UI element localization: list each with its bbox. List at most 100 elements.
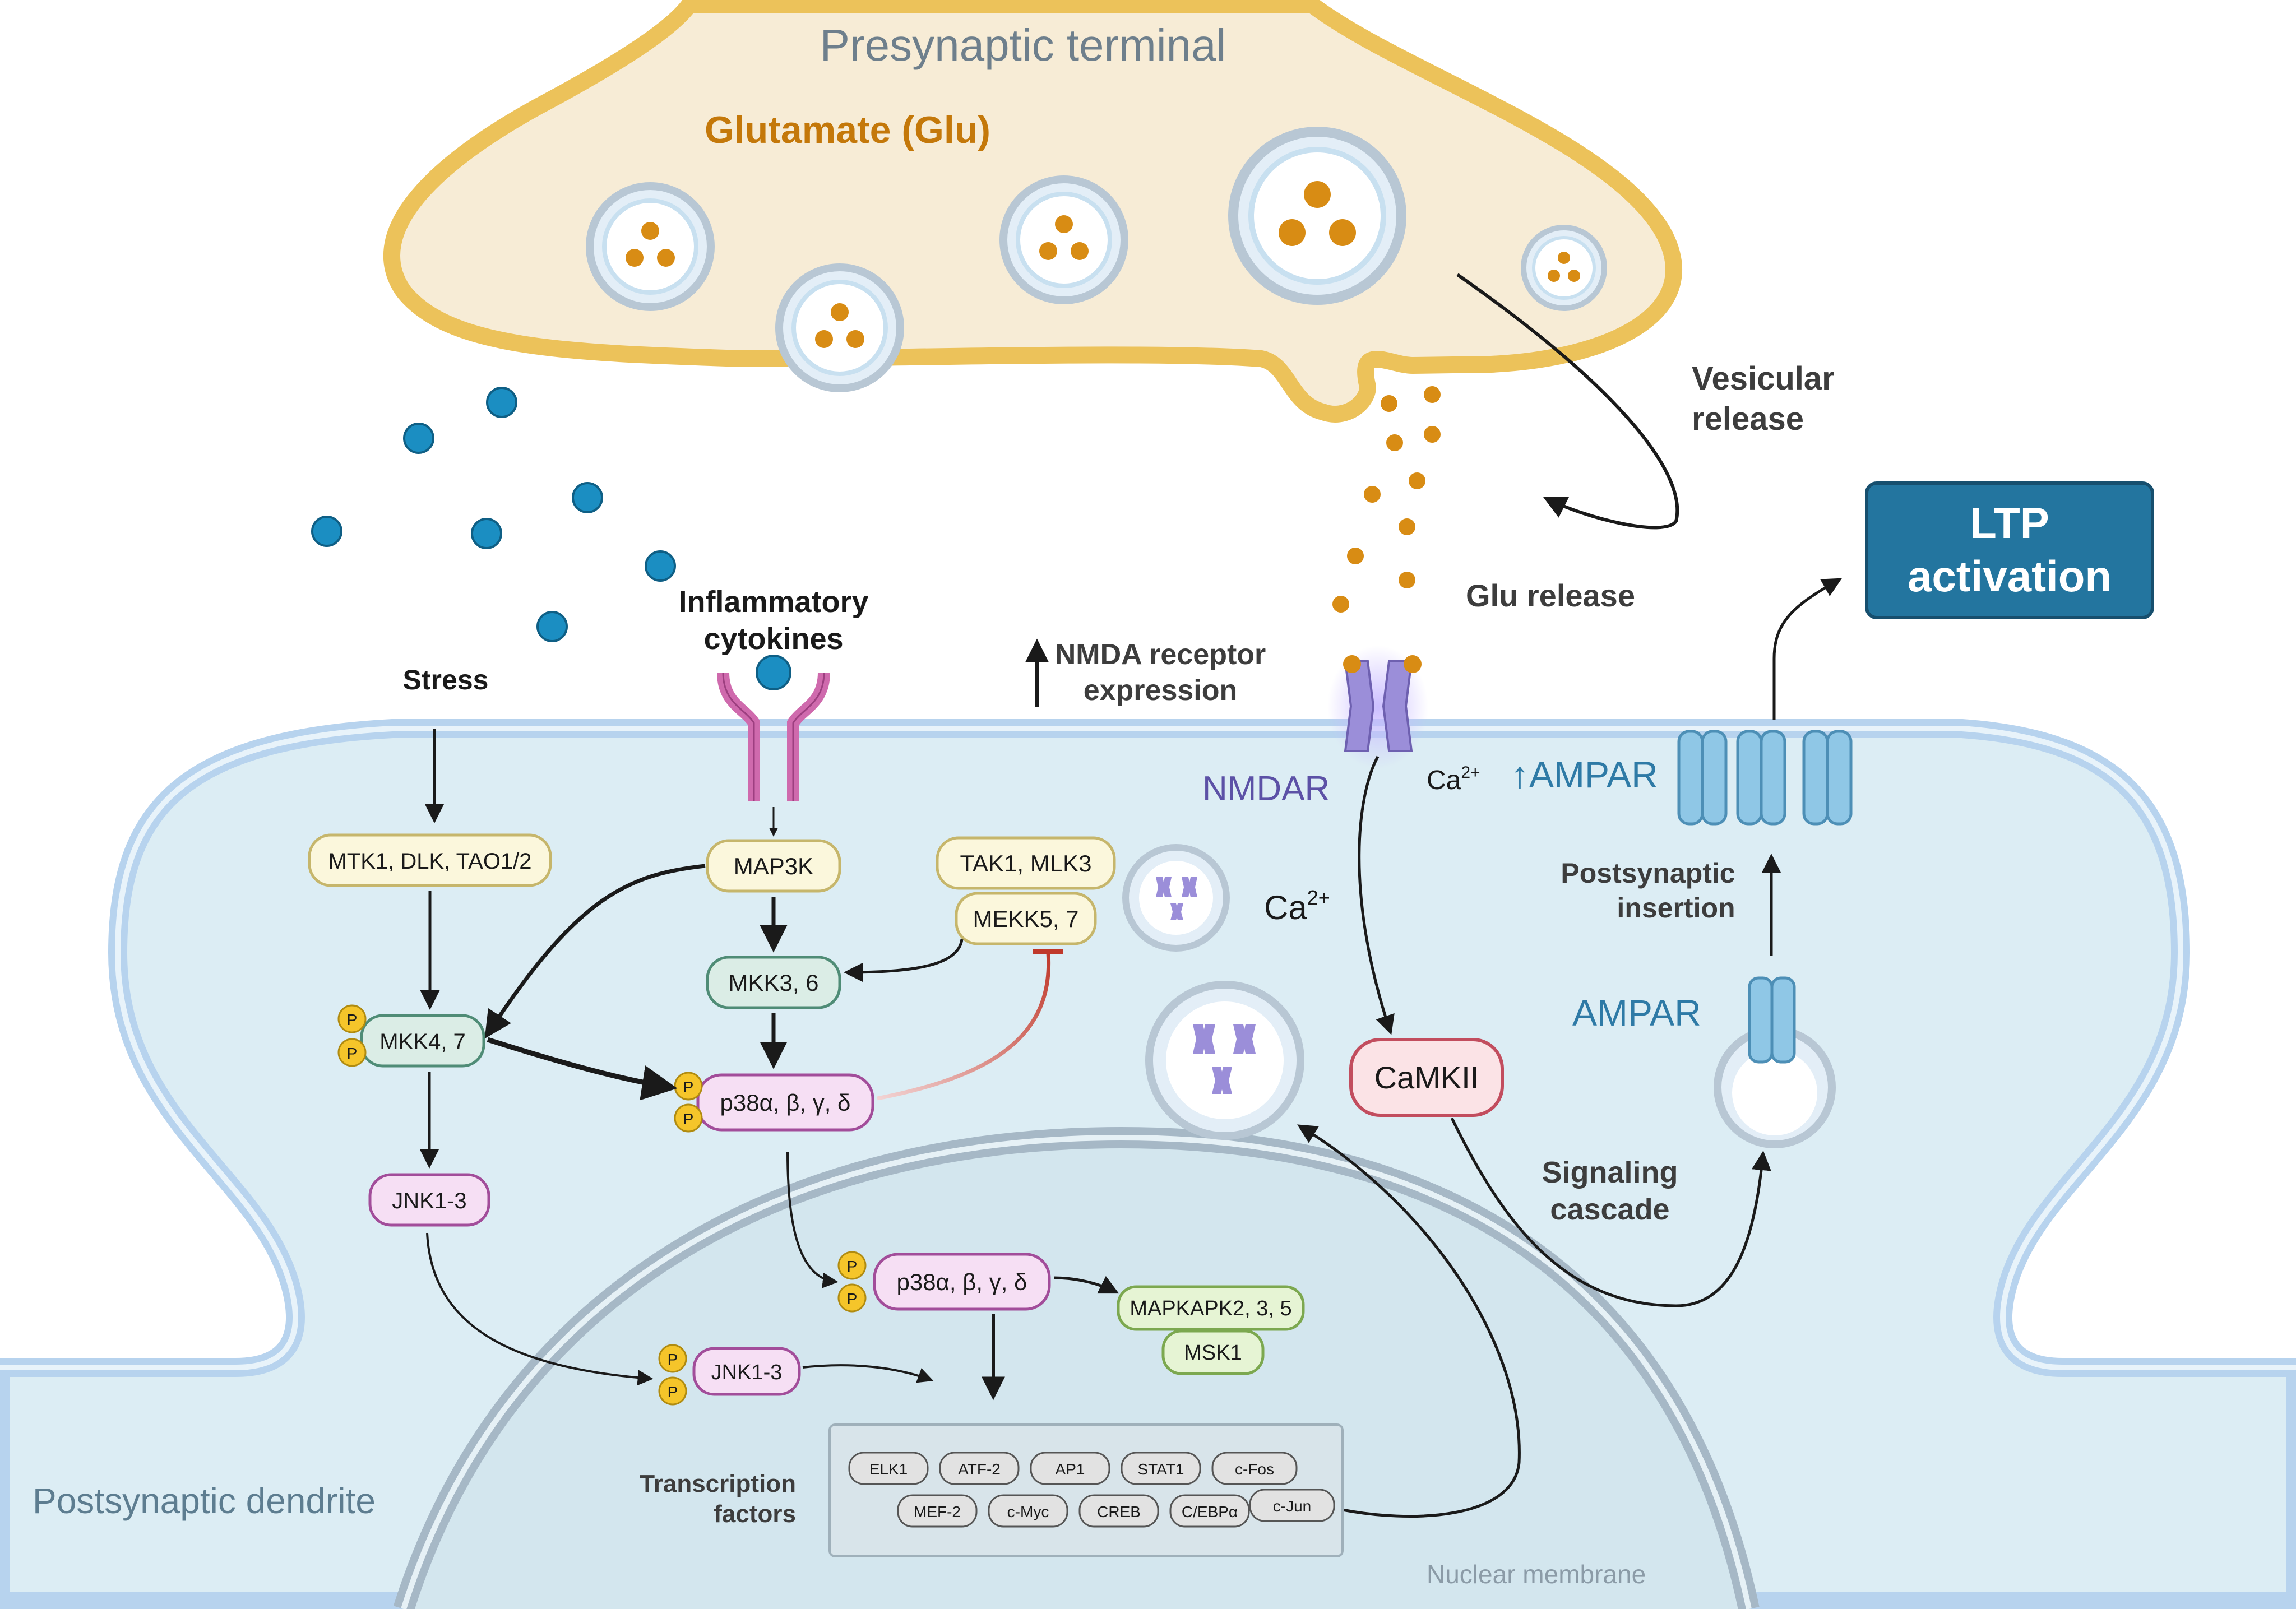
ampar-vesicle — [1714, 976, 1836, 1148]
p38-nuclear-translocation-arrow — [786, 1151, 839, 1288]
jnk-nuclear-node: JNK1-3 — [692, 1347, 801, 1396]
jnk-node: JNK1-3 — [368, 1173, 490, 1227]
vesicle — [999, 175, 1128, 304]
transcription-factor-pill: CREB — [1078, 1494, 1159, 1528]
transcription-factor-pill: c-Fos — [1211, 1452, 1298, 1485]
signaling-cascade-arrow — [1450, 1117, 1771, 1307]
p38-to-mapkapk-arrow — [1053, 1276, 1119, 1294]
transcription-factor-label: ELK1 — [869, 1460, 908, 1478]
transcription-factor-label: c-Myc — [1007, 1503, 1049, 1520]
ampar-membrane-receptors — [1677, 730, 1853, 826]
svg-text:JNK1-3: JNK1-3 — [392, 1189, 466, 1213]
map3k-node: MAP3K — [706, 839, 841, 893]
vesicle — [586, 182, 715, 311]
svg-text:MKK4, 7: MKK4, 7 — [379, 1030, 465, 1054]
map3k-to-mkk47-arrow — [484, 864, 706, 1039]
vesicle — [775, 263, 904, 392]
msk1-node: MSK1 — [1161, 1329, 1265, 1375]
vesicle — [1228, 127, 1406, 305]
mkk3-6-node: MKK3, 6 — [706, 956, 841, 1009]
p38-nuclear-node: p38α, β, γ, δ — [873, 1253, 1051, 1311]
phospho-p38: P P — [674, 1072, 703, 1133]
transcription-factor-pill: c-Myc — [988, 1494, 1068, 1528]
nmdar-to-camkii-arrow — [1358, 755, 1395, 1035]
cytokines — [311, 387, 676, 642]
released-glutamate — [1332, 386, 1441, 613]
p38-node: p38α, β, γ, δ — [696, 1073, 874, 1132]
svg-text:P: P — [683, 1110, 694, 1128]
svg-text:P: P — [683, 1078, 694, 1096]
transcription-factor-pill: AP1 — [1030, 1452, 1110, 1485]
mekk5-7-node: MEKK5, 7 — [955, 892, 1097, 945]
stress-label: Stress — [403, 664, 489, 695]
nmdar-vesicle-large — [1145, 981, 1304, 1140]
nuclear-membrane-label: Nuclear membrane — [1427, 1560, 1646, 1589]
transcription-feedback-arrow — [1297, 1124, 1521, 1518]
postsynaptic-label: Postsynaptic dendrite — [33, 1481, 376, 1521]
svg-text:p38α, β, γ, δ: p38α, β, γ, δ — [897, 1269, 1027, 1295]
jnk-to-tf-arrow — [802, 1364, 934, 1383]
svg-text:MAPKAPK2, 3, 5: MAPKAPK2, 3, 5 — [1130, 1297, 1292, 1320]
svg-text:MSK1: MSK1 — [1184, 1341, 1242, 1365]
transcription-factor-pill: c-Jun — [1249, 1489, 1335, 1522]
nmdar-label: NMDAR — [1202, 769, 1330, 808]
ca-small-label: Ca2+ — [1427, 763, 1480, 795]
transcription-factor-pill: C/EBPα — [1169, 1494, 1250, 1528]
ampar-up-label: ↑AMPAR — [1511, 754, 1658, 795]
cytokine-receptor — [717, 655, 830, 801]
nuclear-membrane — [393, 1126, 1760, 1609]
svg-text:CaMKII: CaMKII — [1374, 1060, 1479, 1095]
ltp-activation-box: LTP activation — [1865, 481, 2154, 619]
transcription-factor-label: ATF-2 — [958, 1460, 1001, 1478]
glutamate-label: Glutamate (Glu) — [705, 109, 990, 151]
svg-text:P: P — [847, 1290, 858, 1307]
vesicle — [1521, 225, 1607, 311]
ampar-label: AMPAR — [1572, 992, 1701, 1033]
svg-text:P: P — [347, 1045, 358, 1062]
ltp-arrow — [1772, 578, 1843, 720]
glu-release-label: Glu release — [1466, 578, 1635, 613]
mkk47-to-p38-arrow — [487, 1037, 678, 1101]
transcription-factor-pill: ATF-2 — [939, 1452, 1020, 1485]
svg-text:P: P — [847, 1258, 858, 1275]
mtk-dlk-tao-node: MTK1, DLK, TAO1/2 — [308, 833, 552, 887]
svg-text:MAP3K: MAP3K — [734, 853, 813, 879]
mkk4-7-node: MKK4, 7 — [360, 1014, 485, 1068]
svg-text:JNK1-3: JNK1-3 — [711, 1361, 783, 1384]
phospho-p38-nuclear: P P — [837, 1251, 867, 1313]
vesicular-release-arrow — [1456, 273, 1679, 530]
phospho-jnk-nuclear: P P — [658, 1344, 687, 1406]
transcription-factor-pill: STAT1 — [1121, 1452, 1201, 1485]
transcription-factor-label: AP1 — [1056, 1460, 1085, 1478]
nmda-receptor — [1327, 646, 1428, 769]
svg-text:MTK1, DLK, TAO1/2: MTK1, DLK, TAO1/2 — [328, 849, 531, 874]
mekk-to-mkk36-arrow — [844, 939, 964, 982]
svg-text:TAK1, MLK3: TAK1, MLK3 — [960, 850, 1092, 877]
svg-text:P: P — [668, 1383, 678, 1401]
transcription-factor-label: CREB — [1097, 1503, 1141, 1520]
nmdar-vesicle-small — [1122, 844, 1230, 952]
svg-text:P: P — [668, 1351, 678, 1368]
ca-large-label: Ca2+ — [1264, 886, 1330, 926]
transcription-factor-pill: ELK1 — [848, 1452, 929, 1485]
transcription-factor-label: C/EBPα — [1182, 1503, 1238, 1520]
svg-text:p38α, β, γ, δ: p38α, β, γ, δ — [720, 1089, 851, 1116]
transcription-factor-label: c-Jun — [1273, 1497, 1311, 1515]
svg-text:MEKK5, 7: MEKK5, 7 — [973, 906, 1078, 932]
transcription-factor-label: STAT1 — [1138, 1460, 1184, 1478]
presynaptic-label: Presynaptic terminal — [820, 20, 1226, 70]
svg-text:activation: activation — [1908, 551, 2112, 601]
mapkapk-node: MAPKAPK2, 3, 5 — [1117, 1285, 1305, 1331]
synaptic-vesicles — [586, 127, 1607, 392]
camkii-node: CaMKII — [1349, 1038, 1504, 1117]
phospho-mkk47: P P — [337, 1004, 367, 1067]
jnk-nuclear-translocation-arrow — [426, 1232, 654, 1386]
svg-text:MKK3, 6: MKK3, 6 — [728, 970, 818, 996]
